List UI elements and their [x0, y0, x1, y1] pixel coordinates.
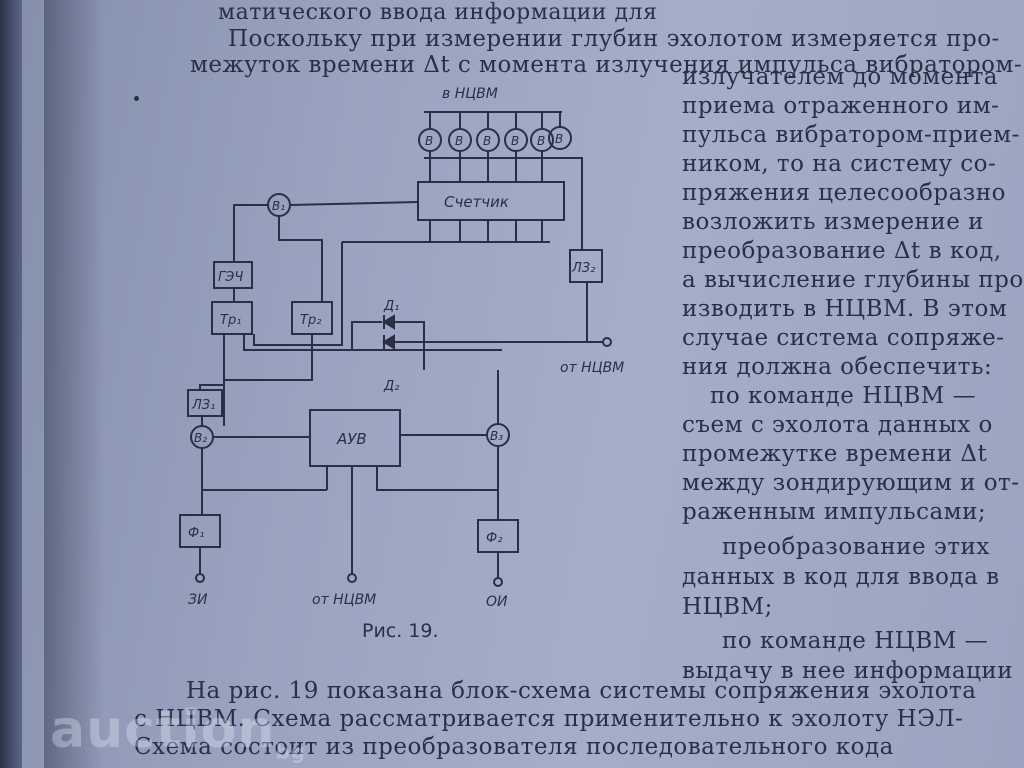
diode-2-symbol: [382, 334, 395, 350]
text-line-right-5: возложить измерение и: [682, 209, 984, 235]
terminal-ncvm-bottom: [347, 573, 357, 583]
figure-caption: Рис. 19.: [362, 620, 439, 642]
gate-enable-line: [424, 157, 583, 250]
diode-2-label: Д₂: [383, 379, 399, 394]
counter-input-arrows: [429, 220, 543, 242]
text-line-top-0: матического ввода информации для: [218, 0, 658, 25]
trigger-2-label: Тр₂: [300, 313, 321, 328]
text-line-right-17: данных в код для ввода в: [682, 564, 1000, 590]
gate-v-1-label: В: [425, 134, 433, 148]
filter-2-label: Ф₂: [486, 531, 502, 546]
watermark-logo: auctionbg: [50, 700, 306, 763]
gate-v2-label: В₂: [194, 431, 207, 445]
diode-1-symbol: [382, 314, 395, 330]
auv-label: АУВ: [336, 430, 367, 448]
trigger-1-label: Тр₁: [220, 313, 241, 328]
diode-1-wire-right: [394, 321, 425, 370]
gate-v-6: [548, 126, 572, 150]
output-label: в НЦВМ: [442, 86, 498, 102]
text-line-right-4: пряжения целесообразно: [682, 180, 1007, 206]
diode-1-wire-left: [351, 321, 382, 350]
tr1-output: [243, 334, 502, 351]
v-gates-row: [418, 126, 572, 152]
generator-label: ГЭЧ: [218, 270, 243, 285]
delay-2-label: ЛЗ₂: [571, 261, 595, 276]
text-line-right-8: изводить в НЦВМ. В этом: [682, 296, 1008, 322]
counter-label: Счетчик: [444, 193, 509, 211]
text-line-bottom-0: На рис. 19 показана блок-схема системы с…: [186, 678, 977, 704]
gen-to-v1: [233, 204, 268, 262]
text-line-right-20: выдачу в нее информации: [682, 658, 1014, 684]
book-page: матического ввода информации для Посколь…: [22, 0, 1024, 768]
text-line-right-1: приема отраженного им-: [682, 93, 1000, 119]
text-line-right-15: раженным импульсами;: [682, 499, 987, 525]
trigger-1-block: [211, 301, 253, 335]
diode-1-label: Д₁: [383, 299, 399, 314]
text-line-right-7: а вычисление глубины про-: [682, 267, 1024, 293]
gate-v-2-label: В: [455, 134, 463, 148]
text-line-right-14: между зондирующим и от-: [682, 470, 1020, 496]
v2-upper-wire: [223, 344, 313, 426]
text-line-right-10: ния должна обеспечить:: [682, 354, 993, 380]
text-line-right-6: преобразование Δt в код,: [682, 238, 1002, 264]
text-line-right-13: промежутке времени Δt: [682, 441, 988, 467]
text-line-bottom-2: Схема состоит из преобразователя последо…: [134, 734, 894, 760]
counter-to-tr1: [253, 242, 343, 346]
terminal-right-ncvm: [602, 337, 612, 347]
terminal-zi: [195, 573, 205, 583]
text-line-right-18: НЦВМ;: [682, 594, 773, 620]
oi-label: ОИ: [486, 594, 508, 610]
ink-dot: [134, 96, 139, 101]
auv-block: [309, 409, 401, 467]
output-arrows: [429, 112, 561, 128]
text-line-right-3: ником, то на систему со-: [682, 151, 997, 177]
delay-1-label: ЛЗ₁: [191, 398, 215, 413]
text-line-right-0: излучателем до момента: [682, 64, 999, 90]
filter-1-label: Ф₁: [188, 526, 204, 541]
text-line-top-2: межуток времени Δt с момента излучения и…: [190, 52, 1023, 78]
v1-to-counter: [289, 201, 419, 206]
block-diagram: в НЦВМ В В В В В В: [179, 86, 624, 610]
gate-v-4-label: В: [511, 134, 519, 148]
book-edge: [0, 0, 22, 768]
text-line-right-2: пульса вибратором-прием-: [682, 122, 1020, 148]
gate-v-6-label: В: [555, 132, 563, 146]
text-line-right-12: съем с эхолота данных о: [682, 412, 993, 438]
watermark-suffix: bg: [275, 739, 306, 764]
v1-to-tr2: [278, 216, 323, 302]
gate-v-5-label: В: [537, 134, 545, 148]
gate-v3-label: В₃: [490, 429, 503, 443]
from-ncvm-right-label: от НЦВМ: [560, 360, 624, 376]
gate-v-3-label: В: [483, 134, 491, 148]
delay-1-block: [187, 389, 223, 417]
tr1-to-lz1: [199, 334, 225, 390]
text-line-right-19: по команде НЦВМ —: [722, 628, 989, 654]
text-line-top-1: Поскольку при измерении глубин эхолотом …: [228, 26, 1000, 52]
text-line-right-9: случае система сопряже-: [682, 325, 1005, 351]
text-line-right-11: по команде НЦВМ —: [710, 383, 977, 409]
gate-counter-links: [429, 151, 543, 182]
zi-label: ЗИ: [188, 592, 208, 608]
gate-v1-label: В₁: [272, 199, 285, 213]
bottom-bus-right: [376, 466, 498, 491]
counter-block: [417, 181, 565, 221]
from-ncvm-bottom-label: от НЦВМ: [312, 592, 376, 608]
page-crease-shadow: [44, 0, 104, 768]
terminal-oi: [493, 577, 503, 587]
text-line-right-16: преобразование этих: [722, 534, 990, 560]
watermark-text: auction: [50, 700, 276, 760]
text-line-bottom-1: с НЦВМ. Схема рассматривается применител…: [134, 706, 964, 732]
